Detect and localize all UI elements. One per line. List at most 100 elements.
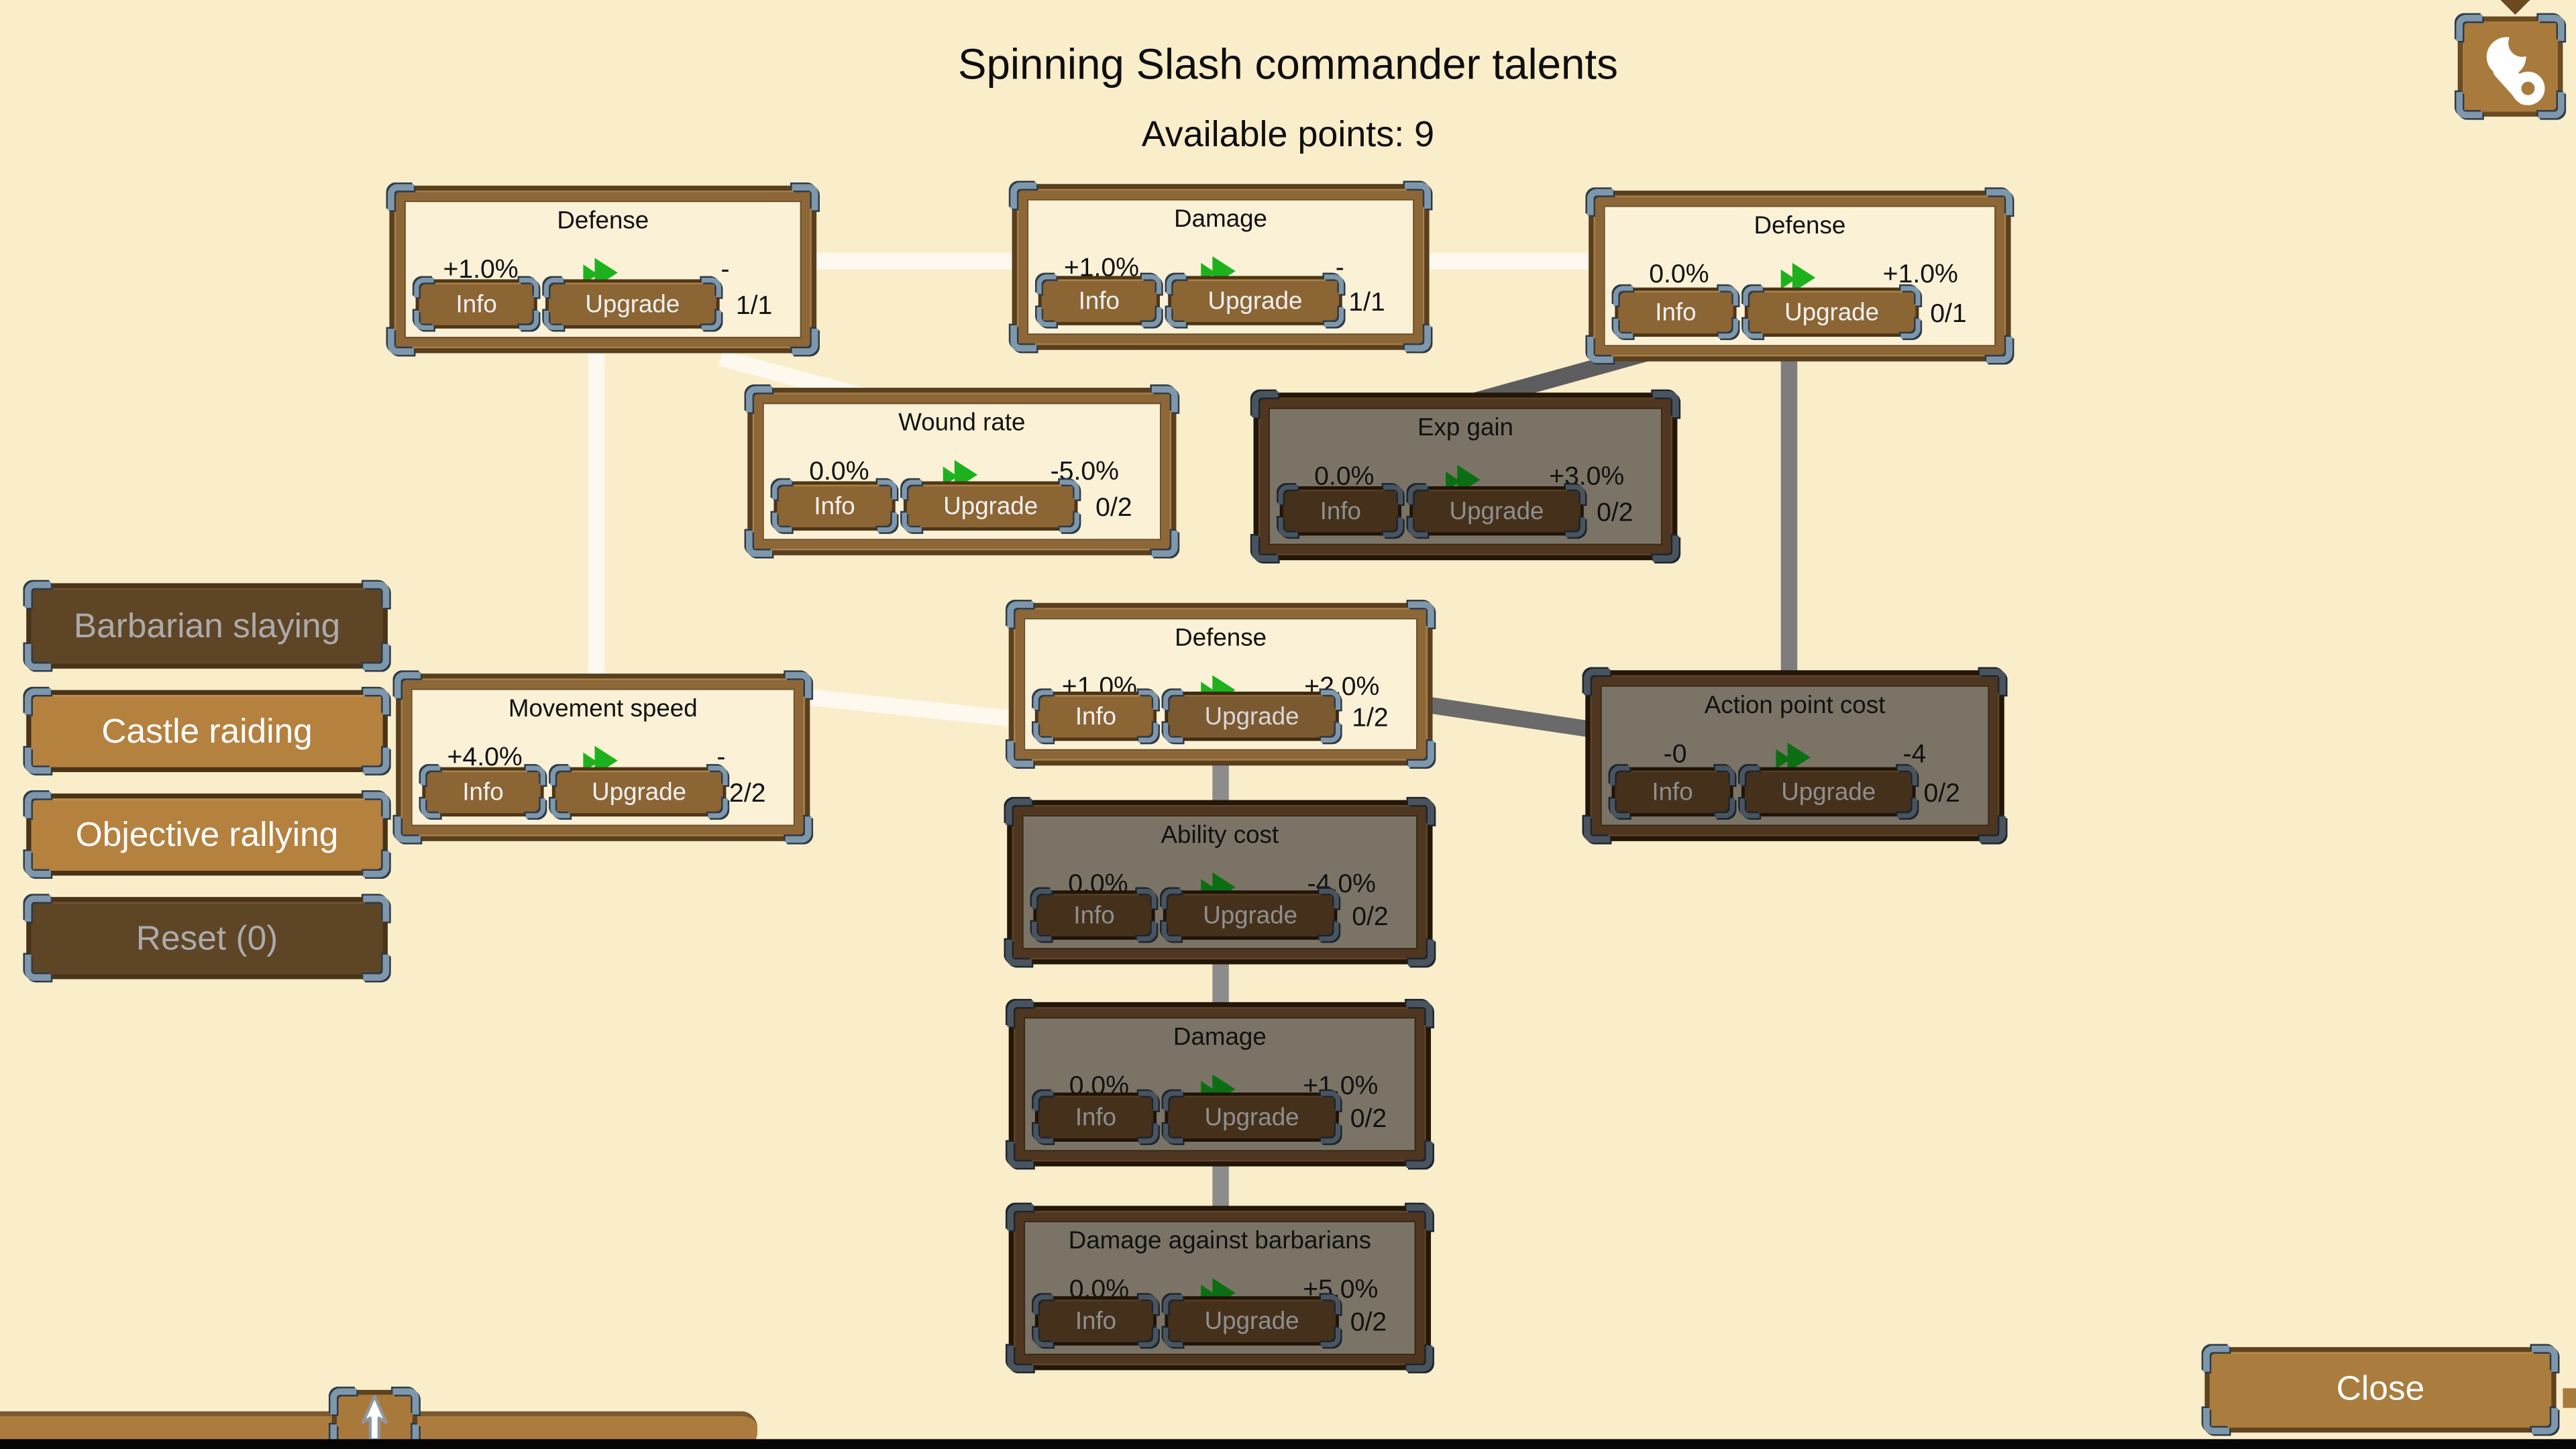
upgrade-button[interactable]: Upgrade — [1163, 690, 1341, 743]
corner-bracket-decoration — [525, 798, 546, 818]
info-button[interactable]: Info — [1033, 690, 1159, 743]
talent-title: Ability cost — [1161, 821, 1279, 850]
talent-title: Defense — [1754, 211, 1846, 240]
info-button[interactable]: Info — [1613, 286, 1739, 339]
upgrade-button[interactable]: Upgrade — [1407, 484, 1586, 537]
talent-rank: 2/2 — [729, 780, 766, 808]
corner-bracket-decoration — [414, 277, 434, 298]
upgrade-button[interactable]: Upgrade — [902, 480, 1079, 533]
corner-bracket-decoration — [1383, 517, 1403, 537]
info-button[interactable]: Info — [1036, 274, 1162, 327]
corner-bracket-decoration — [1138, 690, 1159, 710]
menu-item-objective-rallying[interactable]: Objective rallying — [24, 792, 390, 877]
corner-bracket-decoration — [1166, 307, 1187, 327]
corner-bracket-decoration — [1033, 1327, 1053, 1348]
corner-bracket-decoration — [1033, 1294, 1053, 1315]
upgrade-button[interactable]: Upgrade — [1163, 1294, 1341, 1348]
corner-bracket-decoration — [414, 310, 434, 331]
talent-title: Wound rate — [898, 409, 1026, 437]
corner-bracket-decoration — [877, 480, 898, 500]
corner-bracket-decoration — [1163, 1091, 1183, 1111]
upgrade-button[interactable]: Upgrade — [1743, 286, 1921, 339]
talent-panel: Defense 0.0% +1.0% Info Upgrade 0/1 — [1603, 205, 1996, 347]
talent-rank: 1/1 — [1348, 289, 1385, 317]
corner-bracket-decoration — [1138, 1327, 1159, 1348]
corner-bracket-decoration — [1138, 1091, 1159, 1111]
info-button[interactable]: Info — [420, 765, 546, 818]
corner-bracket-decoration — [1166, 274, 1187, 294]
corner-bracket-decoration — [1138, 1124, 1159, 1144]
talent-rank: 0/2 — [1597, 499, 1633, 528]
talent-panel: Damage 0.0% +1.0% Info Upgrade 0/2 — [1023, 1016, 1417, 1152]
upgrade-button[interactable]: Upgrade — [550, 765, 728, 818]
talent-rank: 1/2 — [1352, 704, 1389, 733]
talent-panel: Damage +1.0% - Info Upgrade 1/1 — [1026, 199, 1415, 335]
corner-bracket-decoration — [543, 277, 564, 298]
corner-bracket-decoration — [1739, 798, 1760, 818]
info-button[interactable]: Info — [1033, 1294, 1159, 1348]
info-button[interactable]: Info — [1031, 888, 1157, 942]
talent-node-defense-middle: Defense +1.0% +2.0% Info Upgrade 1/2 — [1007, 601, 1434, 767]
info-button[interactable]: Info — [772, 480, 898, 533]
corner-bracket-decoration — [877, 513, 898, 533]
talent-title: Exp gain — [1417, 414, 1513, 442]
talent-panel: Movement speed +4.0% - Info Upgrade 2/2 — [411, 688, 796, 826]
talent-next-value: +1.0% — [1882, 261, 1958, 290]
talent-node-damage-against-barbarians: Damage against barbarians 0.0% +5.0% Inf… — [1007, 1204, 1433, 1372]
menu-item-castle-raiding[interactable]: Castle raiding — [24, 688, 390, 774]
corner-bracket-decoration — [1609, 798, 1630, 818]
info-button[interactable]: Info — [1609, 765, 1735, 818]
corner-bracket-decoration — [1161, 921, 1181, 942]
menu-item-barbarian-slaying[interactable]: Barbarian slaying — [24, 581, 390, 671]
talent-current-value: -0 — [1663, 741, 1687, 769]
upgrade-button[interactable]: Upgrade — [1163, 1091, 1341, 1144]
talent-panel: Action point cost -0 -4 Info Upgrade 0/2 — [1600, 685, 1990, 826]
corner-bracket-decoration — [1407, 517, 1428, 537]
info-button[interactable]: Info — [414, 277, 539, 331]
corner-bracket-decoration — [1033, 690, 1053, 710]
up-arrow-icon — [337, 1395, 413, 1444]
corner-bracket-decoration — [902, 513, 922, 533]
talent-rank: 0/2 — [1095, 494, 1132, 523]
corner-bracket-decoration — [24, 792, 51, 818]
corner-bracket-decoration — [1609, 765, 1630, 786]
upgrade-button[interactable]: Upgrade — [1739, 765, 1917, 818]
talent-next-value: - — [720, 256, 730, 284]
corner-bracket-decoration — [1138, 722, 1159, 743]
settings-button[interactable] — [2456, 15, 2565, 119]
talent-panel: Damage against barbarians 0.0% +5.0% Inf… — [1023, 1220, 1417, 1356]
corner-bracket-decoration — [1163, 1124, 1183, 1144]
corner-bracket-decoration — [1718, 286, 1739, 306]
corner-bracket-decoration — [550, 798, 570, 818]
upgrade-button[interactable]: Upgrade — [543, 277, 722, 331]
corner-bracket-decoration — [24, 688, 51, 715]
reset-button[interactable]: Reset (0) — [24, 895, 390, 981]
screen-bottom-edge — [0, 1439, 2576, 1449]
close-button[interactable]: Close — [2203, 1345, 2559, 1434]
corner-bracket-decoration — [1033, 1124, 1053, 1144]
connector-line — [588, 345, 605, 682]
talent-node-damage-top: Damage +1.0% - Info Upgrade 1/1 — [1010, 182, 1432, 352]
talent-node-exp-gain: Exp gain 0.0% +3.0% Info Upgrade 0/2 — [1252, 390, 1679, 562]
corner-bracket-decoration — [420, 798, 441, 818]
talent-title: Movement speed — [508, 694, 698, 723]
connector-line — [1425, 696, 1591, 737]
talent-title: Action point cost — [1704, 692, 1886, 720]
corner-bracket-decoration — [1278, 484, 1298, 504]
info-button[interactable]: Info — [1033, 1091, 1159, 1144]
corner-bracket-decoration — [1142, 307, 1162, 327]
corner-bracket-decoration — [1715, 765, 1735, 786]
page-title: Spinning Slash commander talents — [958, 39, 1618, 89]
upgrade-button[interactable]: Upgrade — [1166, 274, 1344, 327]
info-button[interactable]: Info — [1278, 484, 1403, 537]
talent-node-defense-top-right: Defense 0.0% +1.0% Info Upgrade 0/1 — [1587, 189, 2012, 364]
talent-panel: Defense +1.0% +2.0% Info Upgrade 1/2 — [1023, 617, 1418, 751]
talent-next-value: -4 — [1902, 741, 1927, 769]
talent-panel: Ability cost 0.0% -4.0% Info Upgrade 0/2 — [1022, 814, 1418, 950]
corner-bracket-decoration — [363, 851, 390, 877]
corner-bracket-decoration — [1136, 888, 1157, 909]
corner-bracket-decoration — [363, 643, 390, 671]
upgrade-button[interactable]: Upgrade — [1161, 888, 1339, 942]
corner-bracket-decoration — [525, 765, 546, 786]
